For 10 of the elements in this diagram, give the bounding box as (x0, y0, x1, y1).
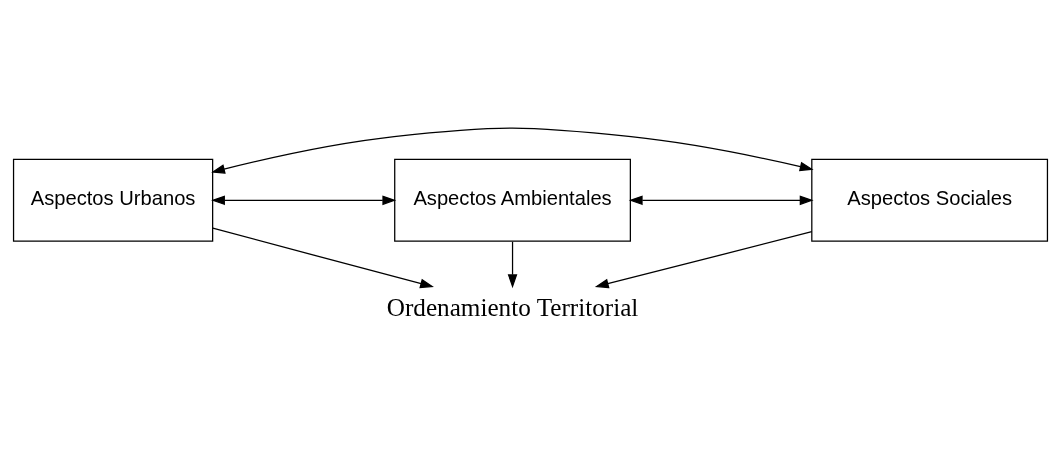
node-text: Ordenamiento Territorial (386, 293, 639, 321)
node-box: Aspectos Urbanos (12, 158, 214, 242)
arrow (211, 127, 814, 174)
arrow (628, 195, 814, 206)
arrow (594, 231, 813, 289)
arrow (507, 241, 518, 289)
node-box: Aspectos Sociales (811, 158, 1049, 242)
node-box: Aspectos Ambientales (394, 158, 631, 242)
arrow (211, 195, 397, 206)
arrow (212, 227, 434, 289)
